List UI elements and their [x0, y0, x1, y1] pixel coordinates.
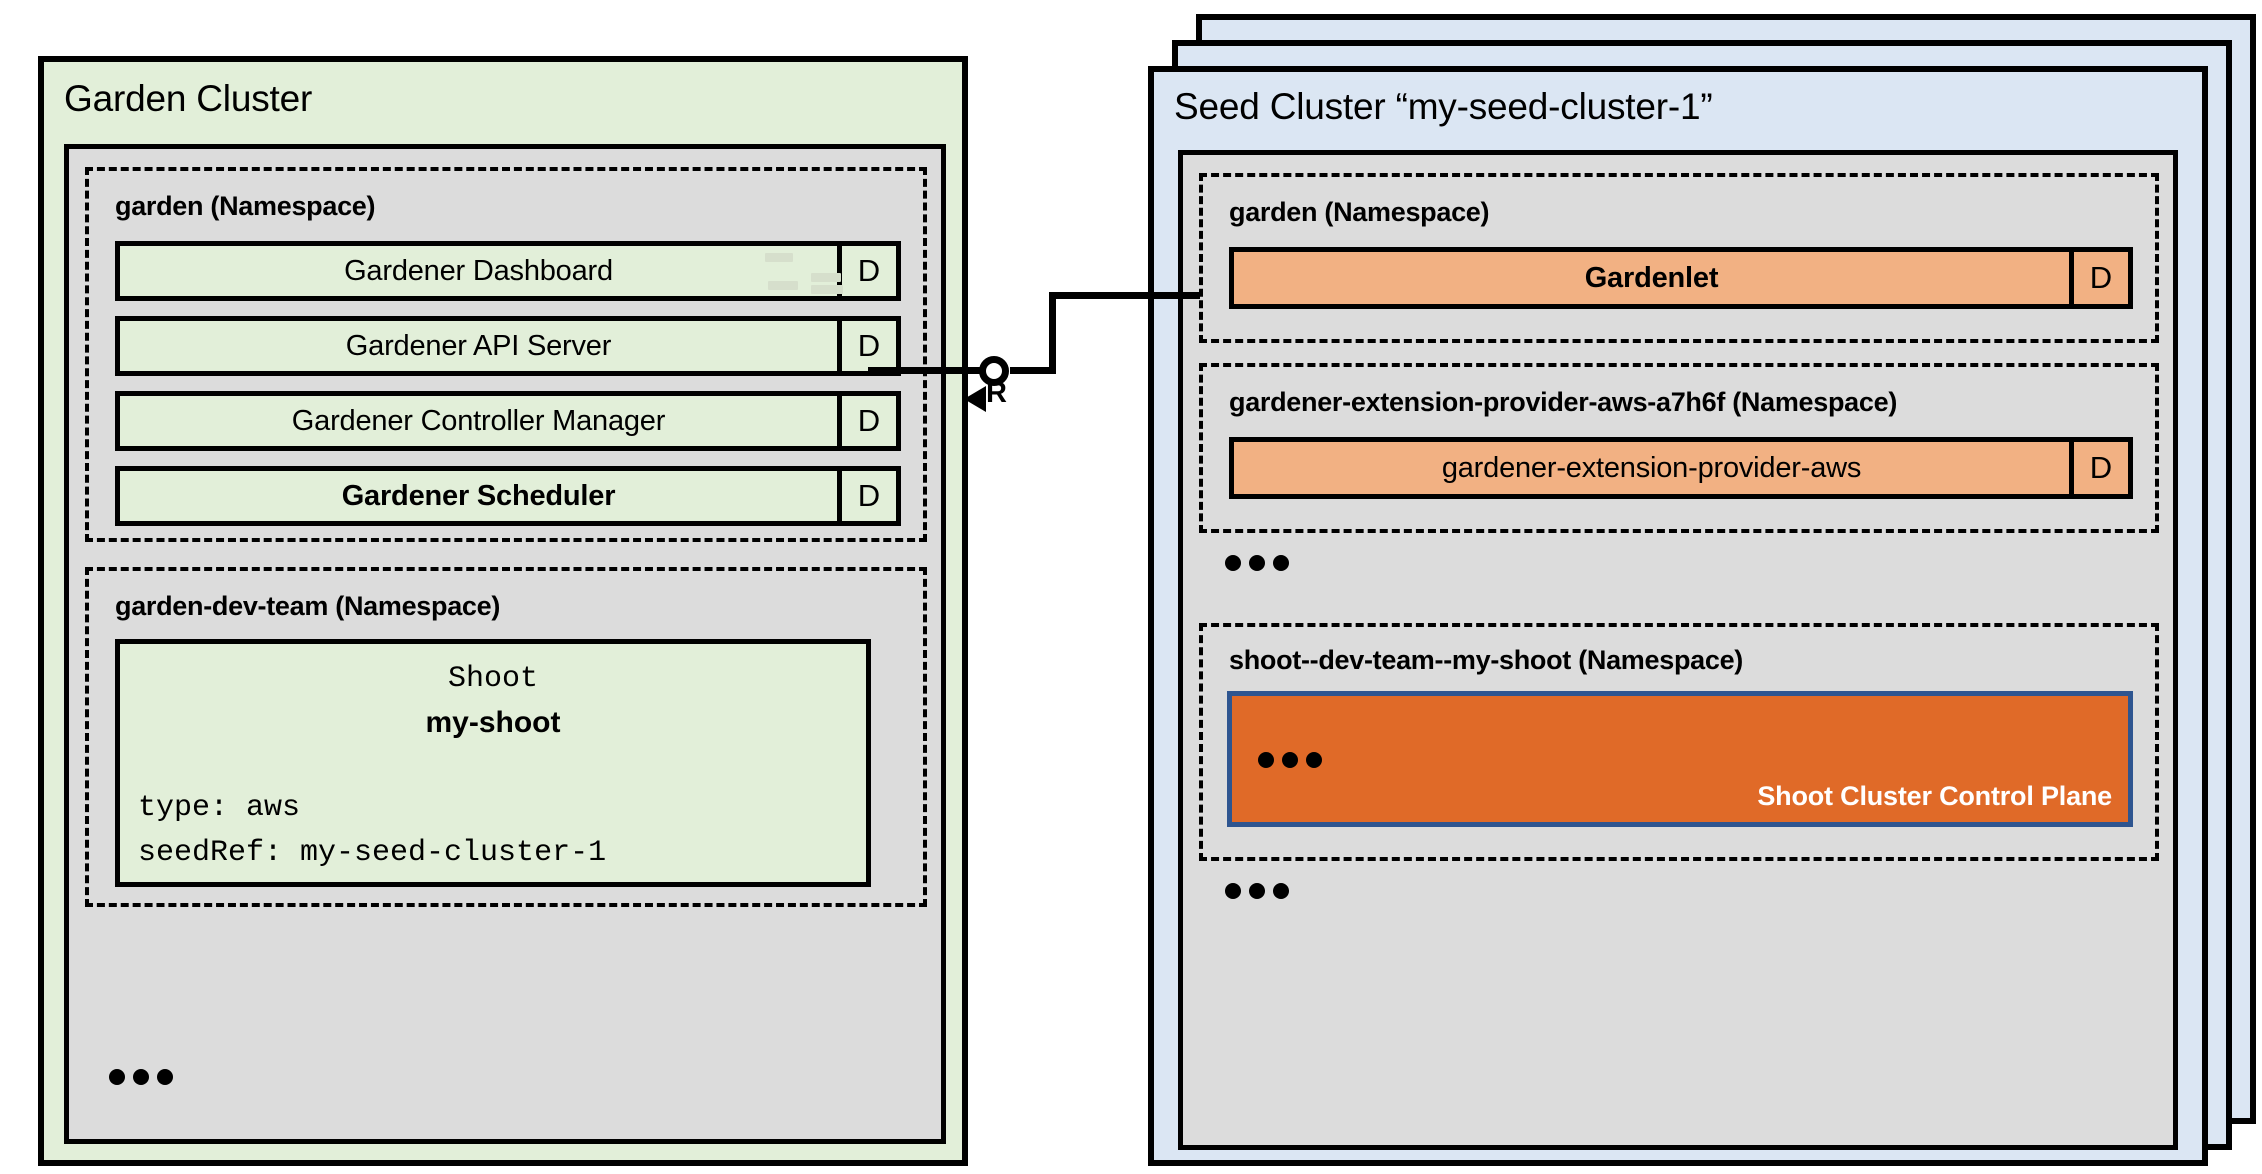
workload-gardener-extension-provider-aws[interactable]: gardener-extension-provider-aws D — [1229, 437, 2133, 499]
seed-namespace-garden: garden (Namespace) Gardenlet D — [1199, 173, 2159, 343]
workload-gardener-controller-manager[interactable]: Gardener Controller Manager D — [115, 391, 901, 451]
workload-gardener-dashboard-label: Gardener Dashboard — [344, 254, 613, 287]
workload-gardener-extension-provider-aws-label: gardener-extension-provider-aws — [1441, 451, 1862, 484]
control-plane-more-indicator — [1258, 752, 1322, 768]
workload-gardener-scheduler-label: Gardener Scheduler — [341, 479, 616, 512]
workload-gardener-api-server-badge: D — [837, 321, 896, 371]
workload-gardener-controller-manager-label: Gardener Controller Manager — [291, 404, 666, 437]
connector-segment-h1 — [868, 367, 986, 374]
seed-namespace-extension-provider-aws-title: gardener-extension-provider-aws-a7h6f (N… — [1229, 387, 1898, 417]
dashboard-smudge-1 — [765, 253, 793, 262]
workload-gardener-api-server[interactable]: Gardener API Server D — [115, 316, 901, 376]
workload-gardenlet[interactable]: Gardenlet D — [1229, 247, 2133, 309]
connector-segment-h2 — [1010, 367, 1056, 374]
workload-gardener-scheduler-badge: D — [837, 471, 896, 521]
namespace-garden-dev-team-title: garden-dev-team (Namespace) — [115, 591, 501, 621]
resource-card-shoot[interactable]: Shoot my-shoot type: aws seedRef: my-see… — [115, 639, 871, 887]
resource-name: my-shoot — [425, 706, 561, 739]
namespace-garden-dev-team: garden-dev-team (Namespace) Shoot my-sho… — [85, 567, 927, 907]
workload-gardener-api-server-label: Gardener API Server — [345, 329, 612, 362]
shoot-cluster-control-plane[interactable]: Shoot Cluster Control Plane — [1227, 691, 2133, 827]
seed-cluster-title: Seed Cluster “my-seed-cluster-1” — [1174, 86, 1713, 127]
workload-gardener-scheduler[interactable]: Gardener Scheduler D — [115, 466, 901, 526]
seed-namespace-garden-title: garden (Namespace) — [1229, 197, 1490, 227]
workload-gardenlet-label: Gardenlet — [1584, 261, 1719, 294]
seed-namespace-shoot-dev-team-my-shoot: shoot--dev-team--my-shoot (Namespace) Sh… — [1199, 623, 2159, 861]
seed-cluster-more-indicator-middle — [1225, 555, 1289, 571]
garden-cluster: Garden Cluster garden (Namespace) Garden… — [38, 56, 968, 1166]
workload-gardenlet-badge: D — [2069, 252, 2128, 304]
garden-cluster-title: Garden Cluster — [64, 78, 313, 119]
seed-namespace-extension-provider-aws: gardener-extension-provider-aws-a7h6f (N… — [1199, 363, 2159, 533]
connector-segment-h3 — [1049, 292, 1200, 299]
workload-gardener-dashboard[interactable]: Gardener Dashboard D — [115, 241, 901, 301]
control-plane-caption: Shoot Cluster Control Plane — [1757, 781, 2112, 811]
connector-segment-v — [1049, 292, 1056, 374]
workload-gardener-dashboard-badge: D — [837, 246, 896, 296]
seed-cluster-node-area: garden (Namespace) Gardenlet D gardener-… — [1178, 150, 2178, 1150]
dashboard-smudge-3 — [811, 273, 841, 282]
connector-label: R — [986, 377, 1007, 409]
garden-cluster-more-indicator — [109, 1069, 173, 1085]
namespace-garden: garden (Namespace) Gardener Dashboard D … — [85, 167, 927, 542]
resource-kind: Shoot — [447, 662, 538, 696]
namespace-garden-title: garden (Namespace) — [115, 191, 376, 221]
connector-arrow-icon — [964, 386, 986, 412]
connector-socket-icon — [979, 356, 1009, 386]
workload-gardener-controller-manager-badge: D — [837, 396, 896, 446]
garden-cluster-node-area: garden (Namespace) Gardener Dashboard D … — [64, 144, 946, 1144]
resource-spec: type: aws seedRef: my-seed-cluster-1 — [138, 791, 607, 870]
dashboard-smudge-4 — [811, 285, 843, 294]
dashboard-smudge-2 — [768, 281, 798, 290]
seed-namespace-shoot-dev-team-my-shoot-title: shoot--dev-team--my-shoot (Namespace) — [1229, 645, 1743, 675]
seed-cluster-more-indicator-bottom — [1225, 883, 1289, 899]
seed-cluster: Seed Cluster “my-seed-cluster-1” garden … — [1148, 66, 2208, 1166]
workload-gardener-extension-provider-aws-badge: D — [2069, 442, 2128, 494]
